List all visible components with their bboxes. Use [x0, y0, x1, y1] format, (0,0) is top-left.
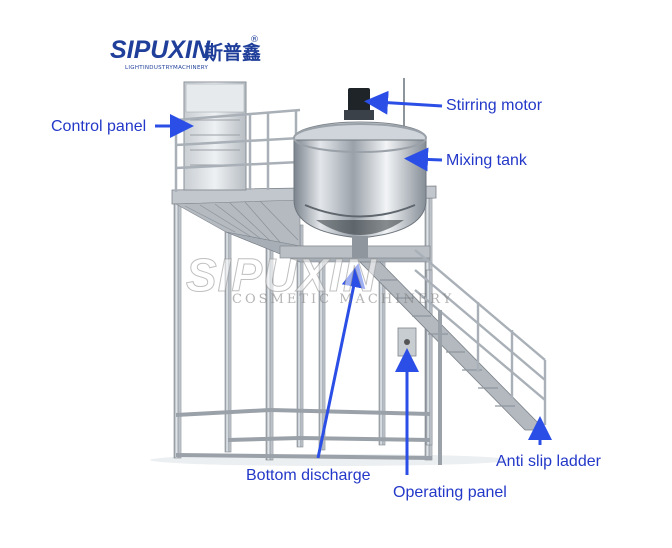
label-bottom-discharge: Bottom discharge [246, 467, 371, 484]
arrow-stirring-motor [364, 90, 443, 115]
watermark: SIPUXIN [185, 249, 378, 302]
label-mixing-tank: Mixing tank [446, 152, 527, 169]
brand-tagline: LIGHTINDUSTRYMACHINERY [125, 65, 209, 71]
brand-chinese-name: 斯普鑫 [204, 42, 262, 64]
ladder [359, 249, 547, 465]
label-stirring-motor: Stirring motor [446, 97, 543, 114]
registered-mark: ® [250, 35, 259, 45]
label-anti-slip-ladder: Anti slip ladder [496, 453, 601, 470]
label-control-panel: Control panel [51, 118, 147, 135]
label-operating-panel: Operating panel [393, 484, 507, 501]
arrow-mixing-tank [404, 147, 443, 172]
mixing-tank [293, 78, 427, 258]
brand-logo: SIPUXIN 斯普鑫 ® LIGHTINDUSTRYMACHINERY [110, 35, 262, 80]
brand-name: SIPUXIN [110, 36, 211, 64]
arrow-bottom-discharge [316, 263, 366, 459]
control-cabinet [183, 81, 247, 191]
operating-panel-box [397, 327, 417, 357]
callout-arrows [155, 90, 552, 475]
lower-frame [175, 408, 433, 460]
watermark-subtext: COSMETIC MACHINERY [232, 292, 455, 307]
